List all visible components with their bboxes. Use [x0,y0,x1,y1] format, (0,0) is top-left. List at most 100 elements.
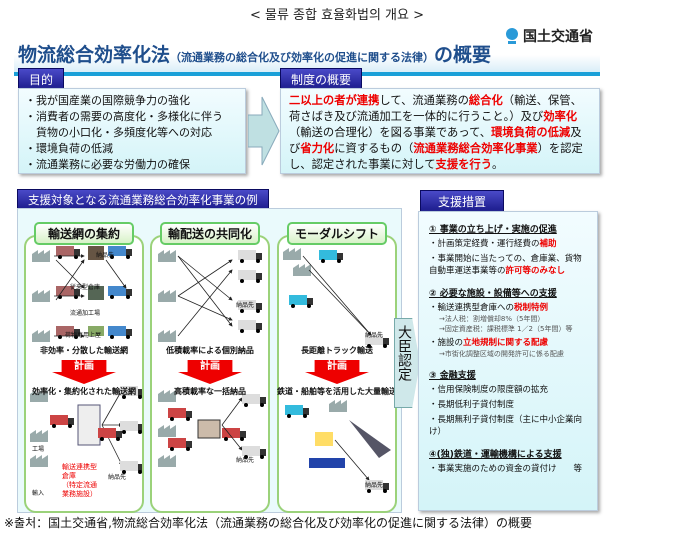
slide-title: 物流総合効率化法（流通業務の総合化及び効率化の促進に関する法律）の概要 [18,40,491,67]
truck-icon [289,295,313,308]
factory-icon [158,250,176,262]
highlight-text: 環境負荷の低減 [491,126,571,139]
truck-icon [168,438,192,451]
truck-icon [365,480,389,493]
truck-icon [238,300,262,313]
truck-icon [108,246,132,259]
mlit-emblem-icon [506,28,518,44]
support-item: ・信用保険制度の限度額の拡充 [429,384,587,396]
support-heading: ④(独)鉄道・運輸機構による支援 [429,450,562,460]
purpose-tab: 目的 [18,68,65,91]
support-item: ・輸送連携型倉庫への税制特例 [429,302,587,314]
support-heading: ② 必要な施設・設備等への支援 [429,289,557,299]
after-label: 鉄道・船舶等を活用した大量輸送 [277,387,397,396]
truck-icon [120,421,142,434]
flow-arrow [101,389,123,426]
support-item-text: ・信用保険制度の限度額の拡充 [429,385,549,395]
after-label: 効率化・集約化された輸送網 [32,387,136,396]
illustration [158,250,266,467]
support-item-text: ・事業実施のための資金の貸付け 等 [429,464,583,474]
overview-text: 二以上の者が連携して、流通業務の総合化（輸送、保管、荷さばき及び流通加工を一体的… [289,93,591,173]
truck-icon [98,428,122,441]
before-label: 非効率・分散した輸送網 [40,346,128,355]
factory-icon [293,264,311,276]
purpose-item: ・消費者の需要の高度化・多様化に伴う [25,110,223,123]
factory-icon [158,330,176,342]
overview-box: 二以上の者が連携して、流通業務の総合化（輸送、保管、荷さばき及び流通加工を一体的… [280,88,600,174]
support-item: ・長期低利子貸付制度 [429,399,587,411]
footnote: ※출처：国土交通省,物流総合効率化法（流通業務の総合化及び効率化の促進に関する法… [4,516,532,530]
support-note: →市街化調整区域の開発許可に係る配慮 [439,350,564,358]
ship-icon [349,420,391,458]
illustration-label: 従来型倉庫 [70,284,101,291]
purpose-box: ・我が国産業の国際競争力の強化・消費者の需要の高度化・多様化に伴う 貨物の小口化… [18,88,246,174]
flow-arrow [302,255,372,336]
support-item: ・施設の立地規制に関する配慮 [429,337,587,349]
truck-icon [56,246,80,259]
illustration-label: 納品先 [236,457,255,464]
support-item-text: ・事業開始に当たっての、倉庫業、貨物自動車運送事業等の [429,254,582,276]
illustration-label: 輸入 [32,490,45,497]
mlit-logo: 国土交通省 [505,26,593,46]
before-label: 長距離トラック輸送 [301,346,373,355]
support-highlight: 許可等のみなし [505,266,566,276]
truck-icon [168,408,192,421]
truck-icon [238,320,262,333]
highlight-text: 効率化 [543,110,578,123]
illustration-label: 荷物専用上屋 [65,332,102,339]
truck-icon [108,286,132,299]
flow-arrow [221,397,243,426]
warehouse-icon [77,404,101,446]
factory-icon [158,290,176,302]
illustration [30,246,142,474]
right-arrow-icon [248,96,280,166]
illustration-label: 納品先 [96,252,115,259]
overview-segment: に資するもの（ [334,142,414,155]
support-box: ① 事業の立ち上げ・実施の促進・計画策定経費・運行経費の補助・事業開始に当たって… [418,211,598,511]
flow-arrow [55,259,85,301]
support-item-text: ・輸送連携型倉庫への [429,303,515,313]
support-item: ・計画策定経費・運行経費の補助 [429,238,587,250]
purpose-list: ・我が国産業の国際競争力の強化・消費者の需要の高度化・多様化に伴う 貨物の小口化… [25,93,239,173]
overview-segment: して、流通業務の [379,94,469,107]
examples-tab: 支援対象となる流通業務総合効率化事業の例 [17,189,269,211]
flow-arrow [105,259,127,289]
illustration-label: 工場 [32,446,45,453]
factory-icon [158,425,176,437]
title-main: 物流総合効率化法 [18,44,171,66]
flow-arrow [308,269,372,336]
example-panel-title: 輸配送の共同化 [160,222,260,245]
truck-icon [285,405,309,418]
support-item-text: ・計画策定経費・運行経費の [429,239,540,249]
support-heading: ③ 金融支援 [429,371,476,381]
approval-label: 大臣認定 [396,325,412,381]
page-caption: < 물류 종합 효율화법의 개요 > [249,8,424,23]
flow-arrow [55,259,85,289]
container-icon [315,432,333,446]
title-suffix: の概要 [434,44,492,66]
support-item-text: ・施設の [429,338,464,348]
support-item-text: ・長期低利子貸付制度 [429,400,515,410]
train-icon [309,458,345,468]
factory-icon [32,330,50,342]
truck-icon [242,446,266,459]
factory-icon [158,455,176,467]
truck-icon [238,250,262,263]
overview-segment: （輸送の合理化）を図る事業であって、 [289,126,492,139]
support-item: ・長期無利子貸付制度（主に中小企業向け） [429,414,587,438]
flow-arrow [177,259,233,297]
highlight-text: 流通業務総合効率化事業 [413,142,538,155]
illustration-label: 流通加工場 [70,310,101,317]
truck-icon [365,335,389,348]
warehouse-label: 倉庫 [62,472,76,480]
factory-icon [30,430,48,442]
example-panel-title: 輸送網の集約 [34,222,134,245]
truck-icon [120,386,142,399]
support-highlight: 補助 [539,239,557,249]
factory-icon [283,248,301,260]
example-panel-title: モーダルシフト [287,222,387,245]
before-label: 低積載率による個別納品 [166,346,254,355]
purpose-item: ・環境負荷の低減 [25,142,113,155]
factory-icon [30,390,48,402]
truck-icon [50,415,74,428]
